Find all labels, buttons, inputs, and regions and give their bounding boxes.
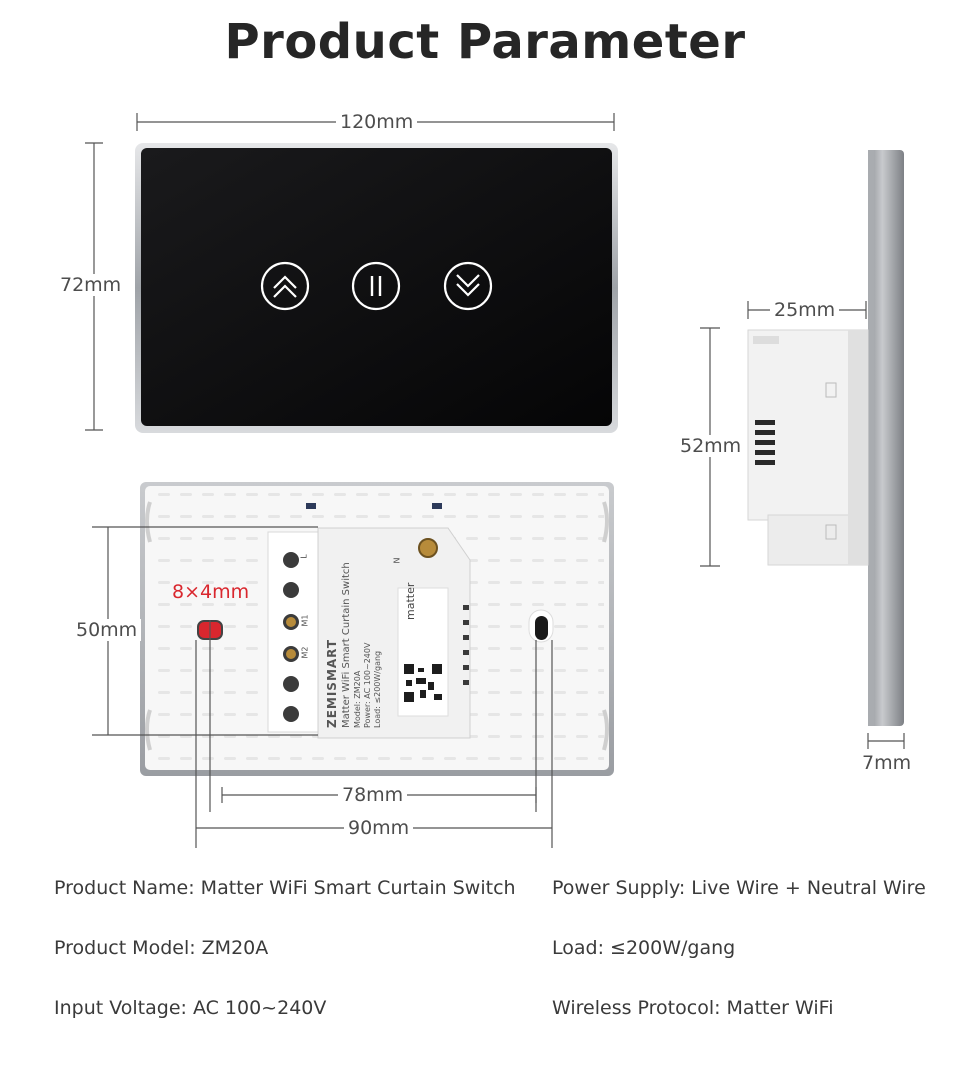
- module-brand: ZEMISMART: [325, 638, 339, 728]
- mounting-hole-right: [535, 616, 548, 640]
- side-body-height-label: 52mm: [676, 435, 746, 457]
- sticker-brand: matter: [404, 582, 417, 620]
- side-thickness-label: 7mm: [858, 752, 916, 774]
- module-product: Matter WiFi Smart Curtain Switch: [341, 562, 352, 728]
- back-height-label: 50mm: [72, 619, 142, 641]
- pause-icon: [351, 261, 401, 311]
- front-height-label: 72mm: [56, 274, 126, 296]
- hole-spacing-outer-label: 90mm: [344, 817, 414, 839]
- module-power: Power: AC 100~240V: [363, 642, 372, 728]
- hole-spacing-inner-label: 78mm: [338, 784, 408, 806]
- front-panel: [135, 143, 618, 433]
- terminal-label-m2: M2: [300, 646, 310, 659]
- double-chevron-down-icon: [443, 261, 493, 311]
- terminal-label-m1: M1: [300, 614, 310, 627]
- back-view: [140, 482, 614, 776]
- hole-size-label: 8×4mm: [172, 581, 250, 603]
- side-depth-label: 25mm: [770, 299, 840, 321]
- double-chevron-up-icon: [260, 261, 310, 311]
- front-width-label: 120mm: [336, 111, 418, 133]
- module-model: Model: ZM20A: [353, 670, 362, 728]
- terminal-label-l: L: [299, 554, 309, 559]
- terminal-label-n: N: [392, 557, 402, 564]
- module-load: Load: ≤200W/gang: [373, 650, 382, 728]
- page-title: Product Parameter: [224, 14, 746, 70]
- side-view: [747, 150, 904, 726]
